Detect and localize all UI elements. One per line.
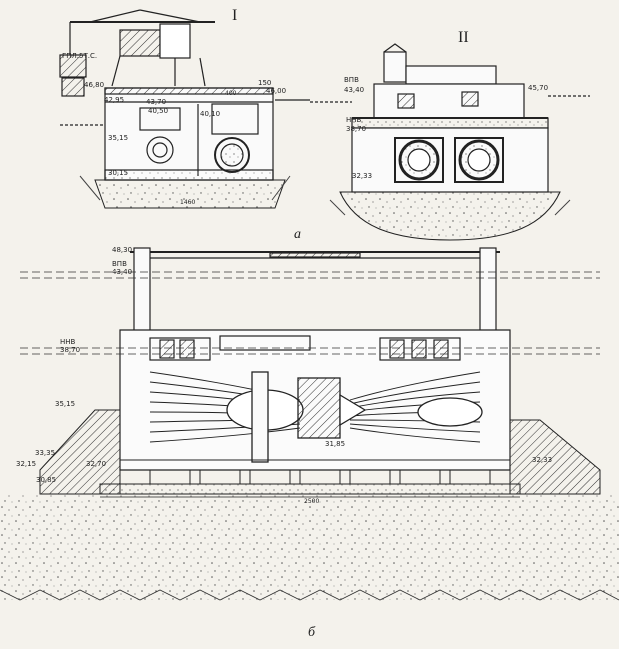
elev-32-33-a: 32,33 xyxy=(352,172,372,180)
section-two-nnv-label: ННВ xyxy=(346,116,362,124)
elev-46-00: 46,00 xyxy=(266,87,286,95)
elev-38-70-a: 38,70 xyxy=(346,125,366,133)
section-label-two: II xyxy=(458,29,469,46)
elev-43-70: 43,70 xyxy=(146,98,166,106)
gravel-foundation xyxy=(0,494,619,600)
station-section-one xyxy=(60,87,310,181)
elev-43-40-b: 43,40 xyxy=(112,268,132,276)
dim-1460: 1460 xyxy=(180,199,195,206)
caption-a: а xyxy=(294,227,301,242)
elev-40-10: 40,10 xyxy=(200,110,220,118)
elev-33-35: 33,35 xyxy=(35,449,55,457)
elev-43-40-a: 43,40 xyxy=(344,86,364,94)
elev-38-70-b: 38,70 xyxy=(60,346,80,354)
gantry-crane xyxy=(59,9,215,97)
left-embankment xyxy=(39,409,121,495)
section-two-vpv-label: ВПВ xyxy=(344,76,359,84)
elev-48-30: 48,30 xyxy=(112,246,132,254)
section-two-drawing: II ВПВ xyxy=(310,29,590,241)
dim-2500: 2500 xyxy=(304,498,319,505)
longitudinal-section-drawing: 48,30 ВПВ 43,40 ННВ 38,70 35,15 33,35 32… xyxy=(0,246,619,601)
elev-40-50: 40,50 xyxy=(148,107,168,115)
elev-31-85: 31,85 xyxy=(325,440,345,448)
dim-150: 150 xyxy=(258,79,271,87)
right-embankment xyxy=(509,419,601,495)
elev-35-15-b: 35,15 xyxy=(55,400,75,408)
station-section-two xyxy=(310,43,590,193)
elev-46-80: 46,80 xyxy=(84,81,104,89)
elev-30-85: 30,85 xyxy=(36,476,56,484)
elev-32-33-b: 32,33 xyxy=(532,456,552,464)
crane-label: ГПЛ.5Т.С. xyxy=(62,52,97,60)
elev-45-70: 45,70 xyxy=(528,84,548,92)
section-label-one: I xyxy=(232,7,237,24)
turbine-unit xyxy=(226,371,483,463)
nnv-label: ННВ xyxy=(60,338,76,346)
foundation-section-one xyxy=(94,179,286,209)
foundation-section-two xyxy=(339,191,561,241)
dim-400: 400 xyxy=(225,90,237,97)
elev-42-95: 42,95 xyxy=(104,96,124,104)
elev-30-15: 30,15 xyxy=(108,169,128,177)
elev-32-70: 32,70 xyxy=(86,460,106,468)
elev-32-15: 32,15 xyxy=(16,460,36,468)
vpv-label: ВПВ xyxy=(112,260,127,268)
caption-b: б xyxy=(308,625,316,640)
section-one-drawing: ГПЛ.5Т.С. I 46,80 xyxy=(59,7,310,209)
elev-35-15: 35,15 xyxy=(108,134,128,142)
